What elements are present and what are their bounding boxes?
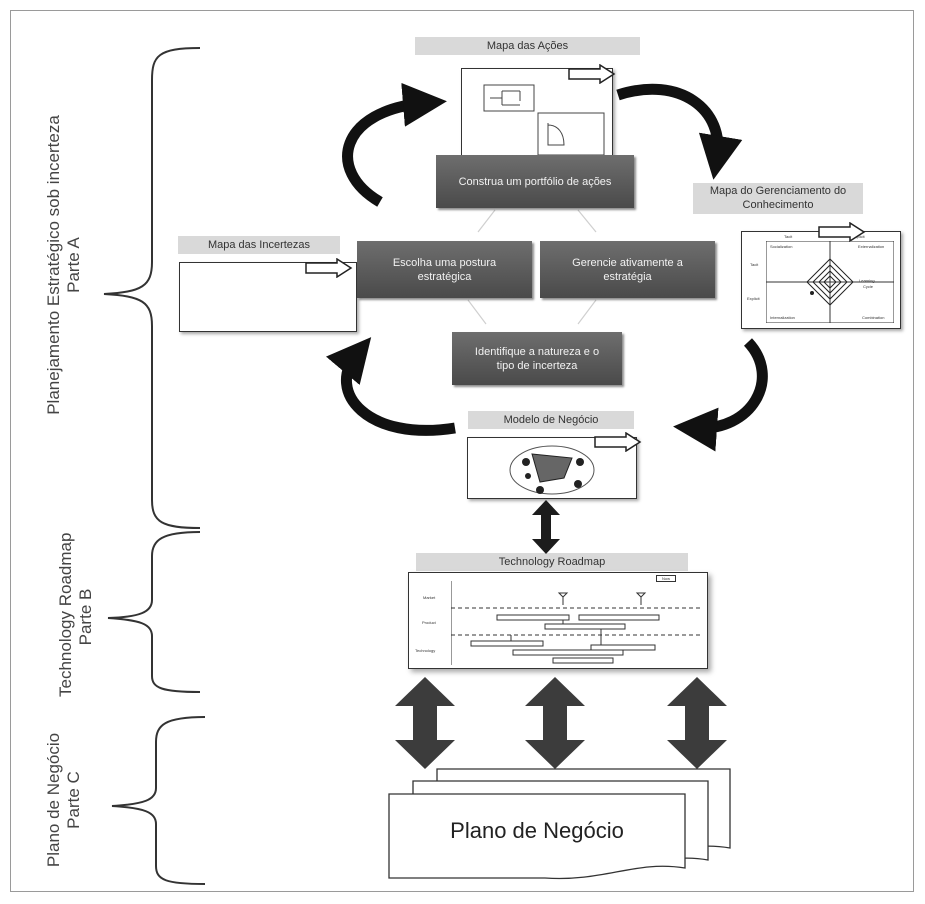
knowledge-map-title-1: Mapa do Gerenciamento do — [709, 185, 847, 197]
matrix-combination: Combination — [862, 315, 885, 320]
technology-roadmap-box: Market Product Technology Now — [408, 572, 708, 669]
brace-part-a — [103, 47, 201, 529]
uncertainty-map-banner: Mapa das Incertezas — [178, 236, 340, 254]
cycle-step-portfolio-text: Construa um portfólio de ações — [458, 175, 612, 188]
actions-map-banner: Mapa das Ações — [415, 37, 640, 55]
actions-map-arrow-icon — [568, 64, 616, 84]
business-model-canvas-sketch — [509, 445, 595, 495]
matrix-externalization: Externalization — [858, 244, 885, 249]
double-arrow-roadmap-plan-left-icon — [395, 677, 455, 769]
roadmap-gantt — [451, 581, 701, 665]
business-model-banner: Modelo de Negócio — [468, 411, 634, 429]
double-arrow-roadmap-plan-center-icon — [525, 677, 585, 769]
technology-roadmap-banner: Technology Roadmap — [416, 553, 688, 571]
figure-frame — [10, 10, 914, 892]
brace-part-b — [107, 531, 201, 693]
cycle-step-posture: Escolha uma postura estratégica — [357, 241, 532, 298]
arrow-lower-right — [673, 338, 768, 452]
knowledge-map-banner: Mapa do Gerenciamento do Conhecimento — [693, 183, 863, 214]
cycle-step-portfolio: Construa um portfólio de ações — [436, 155, 634, 208]
matrix-col-tacit: Tacit — [784, 234, 793, 239]
brace-part-c — [111, 716, 206, 885]
arrow-upper-left — [342, 82, 447, 207]
roadmap-now-tag: Now — [656, 575, 677, 582]
seci-matrix-diagram — [766, 241, 894, 323]
arrow-upper-right — [616, 83, 743, 180]
matrix-learning: Learning — [859, 278, 875, 283]
double-arrow-model-roadmap-icon — [532, 500, 560, 554]
matrix-row-explicit: Explicit — [747, 296, 760, 301]
matrix-row-tacit: Tacit — [750, 262, 759, 267]
business-plan-title: Plano de Negócio — [450, 818, 624, 843]
cycle-step-identify-text: Identifique a natureza e o tipo de incer… — [474, 345, 600, 372]
business-model-arrow-icon — [594, 432, 642, 452]
roadmap-row-market: Market — [423, 595, 436, 600]
matrix-socialization: Socialization — [770, 244, 793, 249]
uncertainty-map-arrow-icon — [305, 258, 353, 278]
roadmap-row-product: Product — [422, 620, 436, 625]
business-plan-documents — [388, 768, 731, 880]
knowledge-map-box: Tacit Explicit Tacit Explicit Socializat… — [741, 231, 901, 329]
actions-map-box — [461, 68, 613, 162]
matrix-internalization: Internalization — [770, 315, 795, 320]
roadmap-row-technology: Technology — [415, 648, 436, 653]
cycle-step-manage-text: Gerencie ativamente a estratégia — [572, 256, 683, 283]
knowledge-map-arrow-icon — [818, 222, 866, 242]
cycle-step-identify: Identifique a natureza e o tipo de incer… — [452, 332, 622, 385]
knowledge-map-title-2: Conhecimento — [742, 199, 814, 211]
cycle-step-manage: Gerencie ativamente a estratégia — [540, 241, 715, 298]
cycle-step-posture-text: Escolha uma postura estratégica — [392, 256, 497, 283]
arrow-lower-left — [326, 337, 456, 436]
matrix-cycle: Cycle — [863, 284, 874, 289]
double-arrow-roadmap-plan-right-icon — [667, 677, 727, 769]
